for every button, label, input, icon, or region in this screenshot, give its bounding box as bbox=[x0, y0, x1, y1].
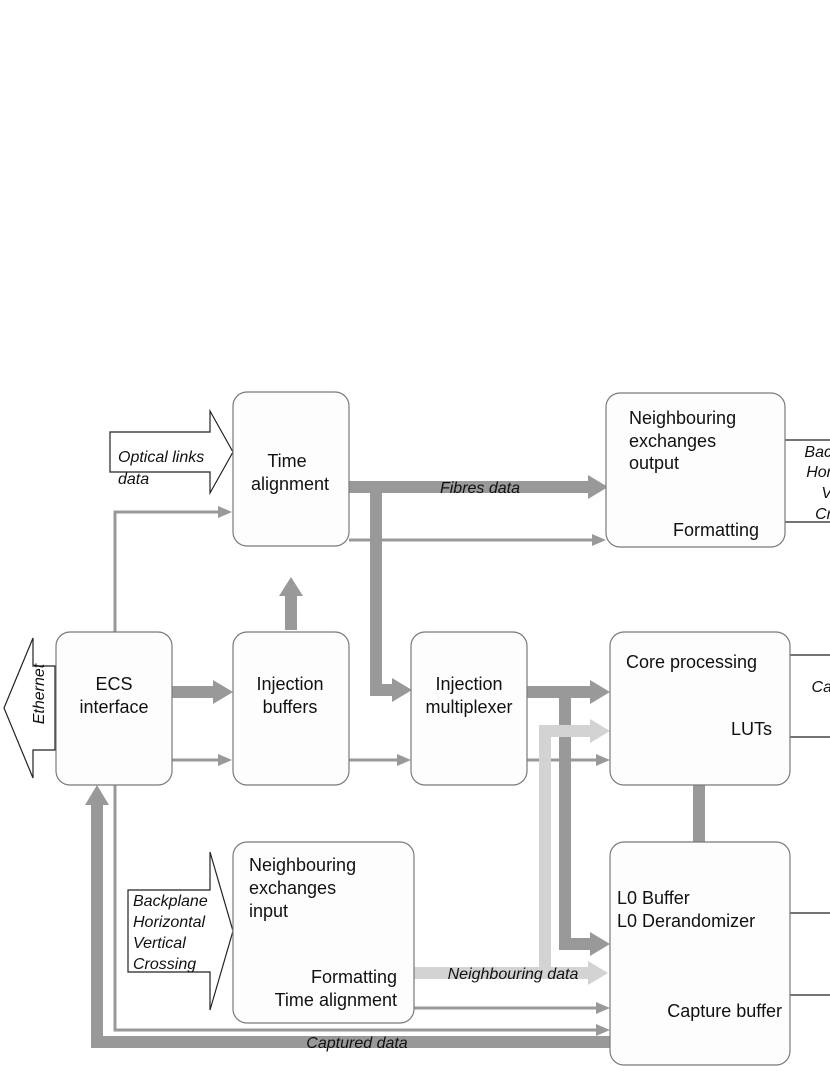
ethernet-double-arrow: Ethernet bbox=[3, 637, 56, 779]
backplane-in-line-2: Horizontal bbox=[133, 914, 205, 931]
captured-data-label: Captured data bbox=[306, 1035, 408, 1052]
core-out-line: Ca bbox=[812, 679, 830, 696]
nb-input-line-1: Neighbouring bbox=[249, 855, 356, 875]
backplane-in-line-3: Vertical bbox=[133, 935, 186, 952]
l0-buffer-block: L0 Buffer L0 Derandomizer Capture buffer bbox=[609, 841, 791, 1066]
core-output-label: Ca bbox=[790, 654, 830, 738]
neighbouring-input-block: Neighbouring exchanges input Formatting … bbox=[232, 841, 415, 1024]
l0-line-1: L0 Buffer bbox=[617, 888, 690, 908]
ecs-interface-block: ECS interface bbox=[55, 631, 173, 786]
injection-multiplexer-block: Injection multiplexer bbox=[410, 631, 528, 786]
ecs-line-2: interface bbox=[79, 697, 148, 717]
ecs-line-1: ECS bbox=[95, 674, 132, 694]
backplane-input-arrow: Backplane Horizontal Vertical Crossing bbox=[127, 851, 234, 1011]
thin-connectors bbox=[113, 506, 610, 1036]
backplane-out-line-4: Cr bbox=[815, 506, 830, 523]
injection-buffers-block: Injection buffers bbox=[232, 631, 350, 786]
inj-mux-line-2: multiplexer bbox=[425, 697, 512, 717]
l0-line-2: L0 Derandomizer bbox=[617, 911, 755, 931]
nb-input-line-3: input bbox=[249, 901, 288, 921]
optical-input-line-1: Optical links bbox=[118, 449, 204, 466]
neighbouring-output-block: Neighbouring exchanges output Formatting bbox=[605, 392, 786, 548]
l0-output-lines bbox=[790, 912, 830, 996]
time-alignment-line-2: alignment bbox=[251, 474, 329, 494]
nb-output-formatting: Formatting bbox=[673, 520, 759, 540]
inj-buffers-line-2: buffers bbox=[263, 697, 318, 717]
core-luts: LUTs bbox=[731, 719, 772, 739]
thick-connectors bbox=[85, 475, 705, 1048]
nb-input-line-2: exchanges bbox=[249, 878, 336, 898]
inj-mux-line-1: Injection bbox=[435, 674, 502, 694]
nb-output-line-1: Neighbouring bbox=[629, 408, 736, 428]
nb-output-line-3: output bbox=[629, 453, 679, 473]
neighbouring-data-label: Neighbouring data bbox=[448, 966, 579, 983]
nb-input-formatting: Formatting bbox=[311, 967, 397, 987]
fibres-data-label: Fibres data bbox=[440, 480, 520, 497]
time-alignment-line-1: Time bbox=[267, 451, 306, 471]
backplane-out-line-2: Hor bbox=[806, 464, 830, 481]
backplane-out-line-3: V bbox=[821, 485, 830, 502]
time-alignment-block: Time alignment bbox=[232, 391, 350, 547]
backplane-out-line-1: Bac bbox=[804, 444, 830, 461]
optical-links-input-arrow: Optical links data bbox=[109, 408, 234, 496]
nb-input-time-alignment: Time alignment bbox=[275, 990, 397, 1010]
backplane-in-line-4: Crossing bbox=[133, 956, 196, 973]
optical-input-line-2: data bbox=[118, 471, 149, 488]
nb-output-line-2: exchanges bbox=[629, 431, 716, 451]
backplane-output-label: Bac Hor V Cr bbox=[785, 439, 830, 523]
ethernet-label: Ethernet bbox=[31, 663, 48, 724]
core-processing-block: Core processing LUTs bbox=[609, 631, 791, 786]
core-line-1: Core processing bbox=[626, 652, 757, 672]
inj-buffers-line-1: Injection bbox=[256, 674, 323, 694]
backplane-in-line-1: Backplane bbox=[133, 893, 208, 910]
l0-capture-buffer: Capture buffer bbox=[667, 1001, 782, 1021]
